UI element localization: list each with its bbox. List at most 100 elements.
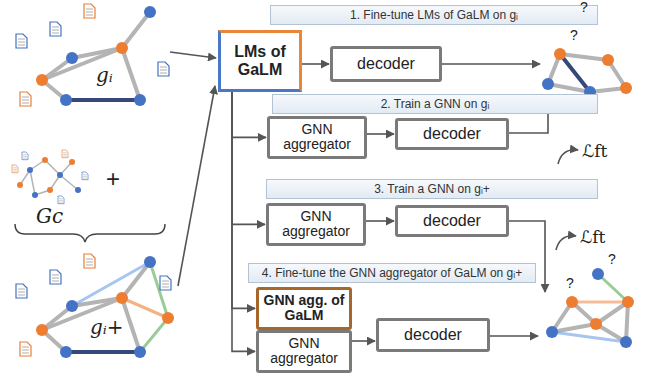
document-line bbox=[22, 350, 29, 351]
document-line bbox=[52, 27, 59, 28]
connector-arrow bbox=[302, 63, 329, 65]
graph-node bbox=[620, 82, 632, 94]
document-line bbox=[23, 156, 27, 157]
graph-edge bbox=[598, 274, 628, 302]
graph-node bbox=[590, 318, 602, 330]
input-arrow bbox=[170, 52, 216, 58]
graph-edge bbox=[122, 48, 140, 100]
graph-node bbox=[554, 48, 566, 60]
node-text: GNN aggregator bbox=[273, 209, 359, 240]
document-line bbox=[83, 176, 87, 177]
document-line bbox=[59, 198, 63, 199]
loss-label: ℒft bbox=[582, 142, 607, 161]
document-line bbox=[52, 278, 59, 279]
document-line bbox=[18, 295, 25, 296]
input-graph bbox=[16, 4, 169, 106]
graph-edge bbox=[30, 170, 35, 195]
document-line bbox=[86, 9, 93, 10]
graph-edge bbox=[626, 302, 628, 342]
node-text: 4. Fine-tune the GNN aggregator of GaLM … bbox=[262, 266, 522, 280]
graph-node bbox=[144, 256, 156, 268]
graph-node bbox=[116, 42, 128, 54]
graph-node bbox=[17, 182, 23, 188]
document-line bbox=[86, 15, 93, 16]
graph-node bbox=[57, 172, 63, 178]
graph-edge bbox=[572, 301, 628, 304]
graph-node bbox=[620, 336, 632, 348]
graph-node bbox=[66, 300, 78, 312]
document-icon bbox=[50, 22, 61, 36]
document-line bbox=[52, 33, 59, 34]
augmented-graph bbox=[16, 254, 174, 358]
document-line bbox=[86, 262, 93, 263]
document-line bbox=[86, 265, 93, 266]
step-banner: 2. Train a GNN on gᵢ bbox=[272, 94, 598, 114]
document-line bbox=[162, 287, 169, 288]
gnn-box: GNN aggregator bbox=[267, 116, 367, 159]
node-text: LMs of GaLM bbox=[225, 43, 295, 80]
graph-node bbox=[144, 6, 156, 18]
gnn-box: GNN aggregator bbox=[256, 330, 352, 373]
output-arrow bbox=[490, 335, 538, 337]
graph-node bbox=[162, 312, 174, 324]
decoder-box: decoder bbox=[395, 205, 509, 237]
graph-node bbox=[134, 346, 146, 358]
document-icon bbox=[50, 270, 61, 284]
document-line bbox=[83, 174, 87, 175]
plus-sign: + bbox=[106, 166, 120, 192]
document-line bbox=[160, 70, 167, 71]
node-text: GNN agg. of GaLM bbox=[263, 293, 345, 324]
document-line bbox=[162, 281, 169, 282]
node-text: 2. Train a GNN on gᵢ bbox=[381, 97, 490, 111]
graph-edge bbox=[66, 350, 140, 354]
document-icon bbox=[16, 34, 27, 48]
document-line bbox=[63, 154, 67, 155]
gnn-box: GNN aggregator bbox=[266, 203, 366, 246]
document-icon bbox=[16, 284, 27, 298]
document-icon bbox=[62, 150, 68, 158]
document-line bbox=[23, 154, 27, 155]
graph-edge bbox=[560, 54, 590, 92]
unknown-mark: ? bbox=[608, 252, 616, 267]
document-icon bbox=[12, 165, 18, 173]
graph-edge bbox=[66, 98, 140, 102]
document-icon bbox=[58, 196, 64, 204]
connector-arrow bbox=[352, 340, 375, 342]
document-line bbox=[59, 200, 63, 201]
graph-edge bbox=[122, 298, 168, 318]
document-line bbox=[22, 97, 29, 98]
node-text: GNN aggregator bbox=[263, 336, 345, 367]
step-banner: 3. Train a GNN on gᵢ+ bbox=[266, 179, 598, 199]
node-text: 3. Train a GNN on gᵢ+ bbox=[374, 182, 490, 196]
graph-edge bbox=[552, 324, 596, 332]
corpus-graph bbox=[12, 150, 88, 204]
loss-arrow bbox=[556, 236, 576, 250]
document-icon bbox=[160, 276, 171, 290]
document-line bbox=[63, 152, 67, 153]
document-line bbox=[52, 30, 59, 31]
graph-edge bbox=[122, 262, 150, 298]
graph-node bbox=[546, 326, 558, 338]
connector-arrow bbox=[366, 220, 394, 222]
gaLM-gnn-box: GNN agg. of GaLM bbox=[256, 287, 352, 330]
graph-label: Gc bbox=[36, 205, 63, 227]
document-icon bbox=[84, 254, 95, 268]
node-text: decoder bbox=[404, 326, 462, 344]
document-line bbox=[18, 289, 25, 290]
graph-node bbox=[69, 159, 75, 165]
document-line bbox=[18, 292, 25, 293]
document-line bbox=[23, 158, 27, 159]
step-banner: 1. Fine-tune LMs of GaLM on gᵢ bbox=[270, 5, 598, 25]
unknown-mark: ? bbox=[580, 0, 588, 15]
graph-edge bbox=[60, 175, 78, 190]
node-text: decoder bbox=[423, 212, 481, 230]
document-line bbox=[13, 167, 17, 168]
connector-arrow bbox=[232, 92, 265, 224]
graph-node bbox=[60, 346, 72, 358]
node-text: decoder bbox=[357, 55, 415, 73]
document-line bbox=[18, 39, 25, 40]
loss-label: ℒft bbox=[580, 228, 605, 247]
document-icon bbox=[158, 62, 169, 76]
graph-node bbox=[66, 52, 78, 64]
document-line bbox=[13, 171, 17, 172]
